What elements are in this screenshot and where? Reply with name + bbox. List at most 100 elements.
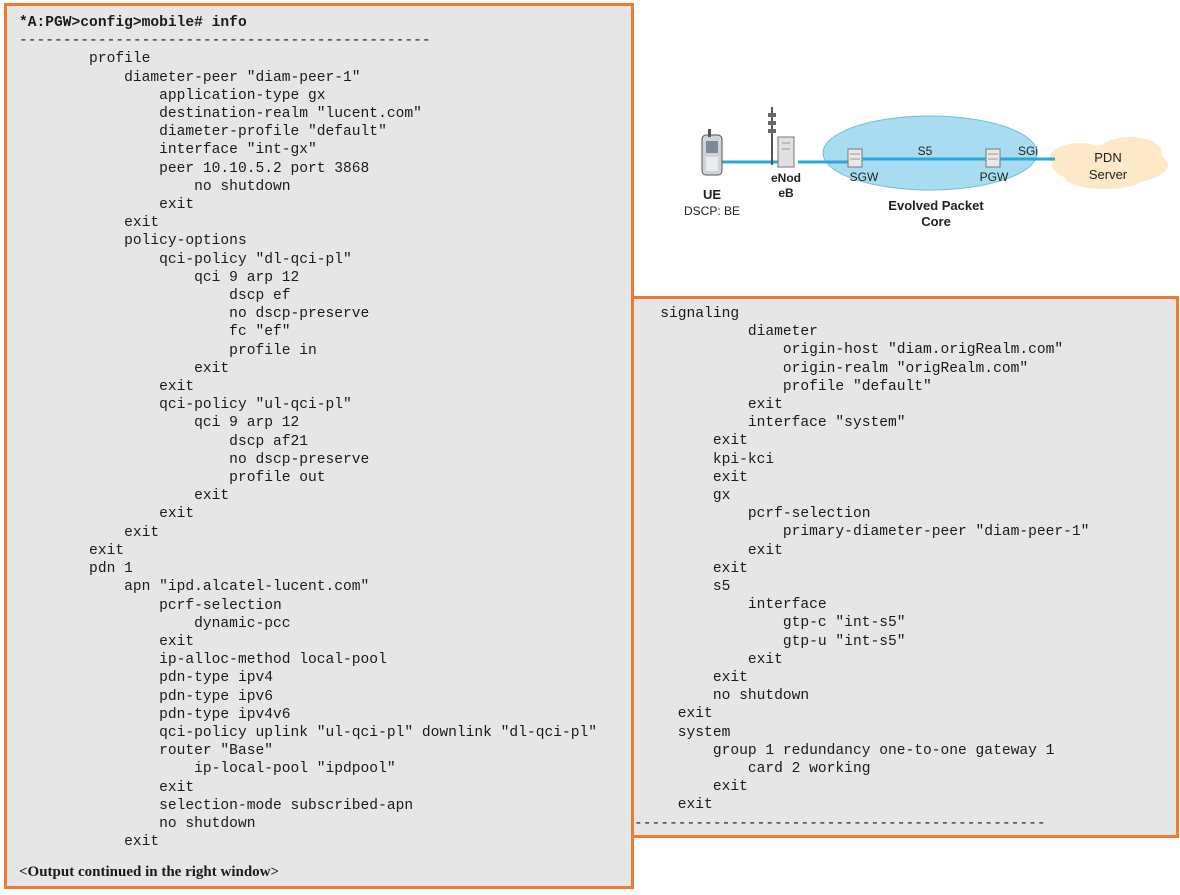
cli-line: exit bbox=[19, 379, 195, 396]
cli-line: exit bbox=[19, 197, 195, 214]
cli-line: qci-policy uplink "ul-qci-pl" downlink "… bbox=[19, 724, 598, 741]
pgw-node-icon bbox=[985, 148, 1001, 168]
cli-line: s5 bbox=[634, 579, 731, 596]
enodeb-label-1: eNod bbox=[771, 171, 801, 185]
cli-line: ip-local-pool "ipdpool" bbox=[19, 761, 396, 778]
cli-line: qci 9 arp 12 bbox=[19, 269, 300, 286]
cli-separator: ----------------------------------------… bbox=[19, 33, 431, 50]
cli-line: pdn 1 bbox=[19, 561, 133, 578]
cli-line: no shutdown bbox=[19, 815, 256, 832]
ue-label: UE bbox=[703, 187, 721, 202]
cli-line: gtp-c "int-s5" bbox=[634, 615, 906, 632]
cli-line: qci 9 arp 12 bbox=[19, 415, 300, 432]
cli-line: exit bbox=[19, 360, 230, 377]
cli-line: selection-mode subscribed-apn bbox=[19, 797, 414, 814]
cli-line: profile "default" bbox=[634, 378, 932, 395]
cli-line: dscp af21 bbox=[19, 433, 309, 450]
cli-line: exit bbox=[634, 797, 713, 814]
continuation-note: <Output continued in the right window> bbox=[19, 864, 280, 880]
cli-line: no shutdown bbox=[19, 178, 291, 195]
epc-label-2: Core bbox=[921, 214, 951, 229]
cli-line: exit bbox=[19, 524, 160, 541]
s5-label: S5 bbox=[918, 144, 933, 158]
cli-config-lines: signaling diameter origin-host "diam.ori… bbox=[634, 306, 1089, 832]
cli-line: exit bbox=[634, 706, 713, 723]
cli-line: exit bbox=[19, 633, 195, 650]
cli-line: qci-policy "dl-qci-pl" bbox=[19, 251, 352, 268]
cli-prompt: *A:PGW>config>mobile# info bbox=[19, 15, 247, 31]
cli-line: ip-alloc-method local-pool bbox=[19, 652, 387, 669]
cli-line: profile out bbox=[19, 470, 326, 487]
cli-line: profile bbox=[19, 51, 151, 68]
cli-line: ----------------------------------------… bbox=[634, 815, 1046, 832]
cli-line: no dscp-preserve bbox=[19, 306, 370, 323]
cli-line: diameter-peer "diam-peer-1" bbox=[19, 69, 361, 86]
pgw-label: PGW bbox=[980, 170, 1009, 184]
cli-line: apn "ipd.alcatel-lucent.com" bbox=[19, 579, 370, 596]
cli-line: interface "system" bbox=[634, 415, 906, 432]
cli-line: exit bbox=[634, 433, 748, 450]
cli-config-lines: profile diameter-peer "diam-peer-1" appl… bbox=[19, 51, 597, 850]
cli-line: exit bbox=[634, 560, 748, 577]
cli-line: pdn-type ipv4v6 bbox=[19, 706, 291, 723]
cli-line: no dscp-preserve bbox=[19, 451, 370, 468]
cli-line: fc "ef" bbox=[19, 324, 291, 341]
cli-line: diameter bbox=[634, 324, 818, 341]
pdn-label-1: PDN bbox=[1094, 150, 1121, 165]
cli-line: peer 10.10.5.2 port 3868 bbox=[19, 160, 370, 177]
cli-line: destination-realm "lucent.com" bbox=[19, 106, 422, 123]
sgw-node-icon bbox=[847, 148, 863, 168]
cli-line: exit bbox=[634, 670, 748, 687]
cli-line: pdn-type ipv4 bbox=[19, 670, 273, 687]
cli-line: dynamic-pcc bbox=[19, 615, 291, 632]
enodeb-label-2: eB bbox=[778, 186, 794, 200]
cli-line: exit bbox=[19, 834, 160, 851]
cli-line: exit bbox=[634, 779, 748, 796]
cli-line: pcrf-selection bbox=[19, 597, 282, 614]
cli-line: exit bbox=[634, 542, 783, 559]
network-diagram: UE DSCP: BE eNod eB SGW S5 PGW SGi Evolv… bbox=[684, 107, 1168, 229]
cli-line: group 1 redundancy one-to-one gateway 1 bbox=[634, 742, 1055, 759]
cli-line: policy-options bbox=[19, 233, 247, 250]
cli-output-right: signaling diameter origin-host "diam.ori… bbox=[634, 305, 1089, 833]
cli-line: pcrf-selection bbox=[634, 506, 871, 523]
cli-line: exit bbox=[634, 651, 783, 668]
cli-line: router "Base" bbox=[19, 743, 273, 760]
cli-line: interface bbox=[634, 597, 827, 614]
left-cli-window: *A:PGW>config>mobile# info -------------… bbox=[4, 3, 634, 889]
cli-line: diameter-profile "default" bbox=[19, 124, 387, 141]
cli-line: exit bbox=[19, 506, 195, 523]
ue-dscp-label: DSCP: BE bbox=[684, 204, 740, 218]
cli-line: interface "int-gx" bbox=[19, 142, 317, 159]
cli-line: origin-realm "origRealm.com" bbox=[634, 360, 1029, 377]
epc-cloud bbox=[822, 115, 1038, 191]
cli-line: kpi-kci bbox=[634, 451, 775, 468]
cli-line: exit bbox=[19, 779, 195, 796]
sgw-label: SGW bbox=[850, 170, 879, 184]
cli-line: gtp-u "int-s5" bbox=[634, 633, 906, 650]
cli-line: qci-policy "ul-qci-pl" bbox=[19, 397, 352, 414]
sgi-label: SGi bbox=[1018, 144, 1038, 158]
cli-line: no shutdown bbox=[634, 688, 810, 705]
cli-line: profile in bbox=[19, 342, 317, 359]
cli-line: origin-host "diam.origRealm.com" bbox=[634, 342, 1064, 359]
cli-line: system bbox=[634, 724, 731, 741]
cli-line: exit bbox=[19, 215, 160, 232]
cli-line: exit bbox=[19, 488, 230, 505]
cli-line: exit bbox=[19, 542, 125, 559]
cli-line: primary-diameter-peer "diam-peer-1" bbox=[634, 524, 1090, 541]
right-cli-window: signaling diameter origin-host "diam.ori… bbox=[631, 296, 1179, 838]
pdn-label-2: Server bbox=[1089, 167, 1128, 182]
cli-line: gx bbox=[634, 488, 731, 505]
cli-line: application-type gx bbox=[19, 87, 326, 104]
enodeb-tower-icon bbox=[768, 107, 795, 168]
pdn-server-cloud bbox=[1050, 137, 1168, 189]
cli-line: exit bbox=[634, 469, 748, 486]
cli-line: dscp ef bbox=[19, 288, 291, 305]
epc-label-1: Evolved Packet bbox=[888, 198, 984, 213]
cli-line: signaling bbox=[634, 306, 740, 322]
phone-icon bbox=[701, 129, 723, 176]
cli-output-left: *A:PGW>config>mobile# info -------------… bbox=[19, 14, 597, 851]
cli-line: card 2 working bbox=[634, 761, 871, 778]
cli-line: pdn-type ipv6 bbox=[19, 688, 273, 705]
